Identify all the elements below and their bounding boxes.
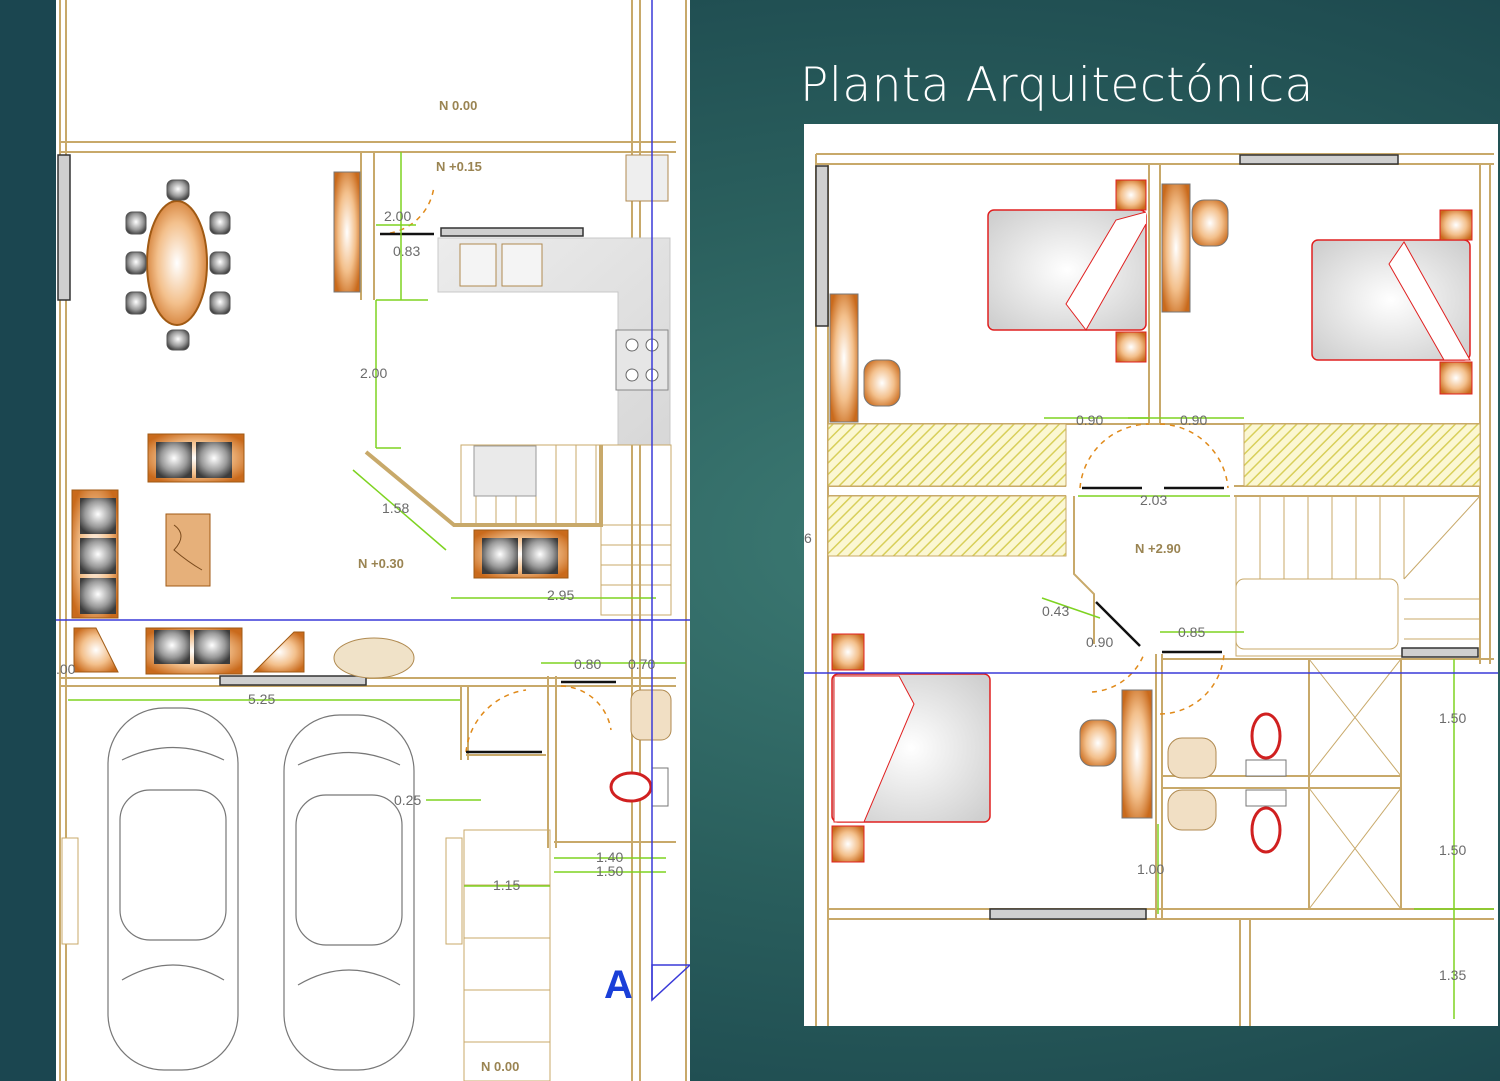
dim-label: 2.00 — [360, 365, 387, 381]
ground-dimension-lines — [68, 152, 686, 887]
dim-label: 1.50 — [1439, 842, 1466, 858]
dim-label: 2.95 — [547, 587, 574, 603]
washer — [625, 154, 669, 202]
dim-label: 0.83 — [393, 243, 420, 259]
dim-label: 2.00 — [384, 208, 411, 224]
dim-label: 1.40 — [596, 849, 623, 865]
dim-label: 0.90 — [1076, 412, 1103, 428]
bathroom-sink — [630, 689, 672, 741]
dim-label: 0.90 — [1180, 412, 1207, 428]
parked-cars — [107, 707, 415, 1071]
cabinet — [333, 171, 361, 293]
ground-floor-drawing: A N 0.00 N +0.15 N +0.30 N 0.00 2.00 0.8… — [56, 0, 690, 1081]
dim-label: 0.85 — [1178, 624, 1205, 640]
ground-door-leaves — [380, 232, 616, 754]
sink-drainboard — [459, 243, 497, 287]
upper-stairs — [1235, 495, 1481, 657]
upper-floor-plan: N +2.90 0.90 0.90 2.03 0.43 0.90 0.85 1.… — [804, 124, 1498, 1026]
closet-hatch — [1243, 423, 1481, 487]
stove — [615, 329, 669, 391]
desks — [829, 183, 1229, 819]
upper-door-leaves — [1082, 486, 1224, 654]
dim-label: 5.25 — [248, 691, 275, 707]
kitchen-island — [473, 445, 537, 497]
ground-section-lines — [56, 0, 690, 1002]
dining-set — [125, 179, 231, 351]
dim-label: 0.80 — [574, 656, 601, 672]
bed-3 — [831, 633, 991, 863]
level-n-015: N +0.15 — [436, 159, 482, 174]
left-background-strip — [0, 0, 56, 1081]
upper-floor-drawing: N +2.90 0.90 0.90 2.03 0.43 0.90 0.85 1.… — [804, 153, 1498, 1026]
slide-title: Planta Arquitectónica — [800, 58, 1314, 113]
ground-walls — [59, 0, 687, 1081]
ground-windows — [57, 154, 584, 686]
dim-label: 1.00 — [1137, 861, 1164, 877]
level-n-290: N +2.90 — [1135, 541, 1181, 556]
ground-floor-plan: A N 0.00 N +0.15 N +0.30 N 0.00 2.00 0.8… — [56, 0, 690, 1081]
dim-label: 0.43 — [1042, 603, 1069, 619]
closet-hatch — [827, 495, 1067, 557]
dim-label: 0.25 — [394, 792, 421, 808]
dim-label: .00 — [56, 661, 76, 677]
upper-windows — [815, 154, 1479, 920]
dim-label: 6 — [804, 530, 812, 546]
closet-hatch — [827, 423, 1067, 487]
upper-door-swings — [1079, 423, 1229, 715]
level-n-000-bottom: N 0.00 — [481, 1059, 519, 1074]
dim-label: 2.03 — [1140, 492, 1167, 508]
level-n-030: N +0.30 — [358, 556, 404, 571]
upper-bathroom — [1167, 658, 1402, 910]
level-n-000-top: N 0.00 — [439, 98, 477, 113]
dim-label: 1.50 — [1439, 710, 1466, 726]
kitchen-sink — [501, 243, 543, 287]
bed-2 — [1311, 209, 1473, 395]
bed-1 — [987, 179, 1147, 363]
upper-dimension-lines — [1041, 417, 1494, 1019]
dim-label: 1.15 — [493, 877, 520, 893]
dim-label: 0.70 — [628, 656, 655, 672]
living-room-sofas — [71, 171, 569, 679]
dim-label: 1.35 — [1439, 967, 1466, 983]
dim-label: 1.58 — [382, 500, 409, 516]
ground-door-swings — [379, 185, 612, 753]
section-mark-a: A — [604, 963, 633, 1007]
dim-label: 0.90 — [1086, 634, 1113, 650]
dim-label: 1.50 — [596, 863, 623, 879]
toilet — [609, 771, 653, 803]
